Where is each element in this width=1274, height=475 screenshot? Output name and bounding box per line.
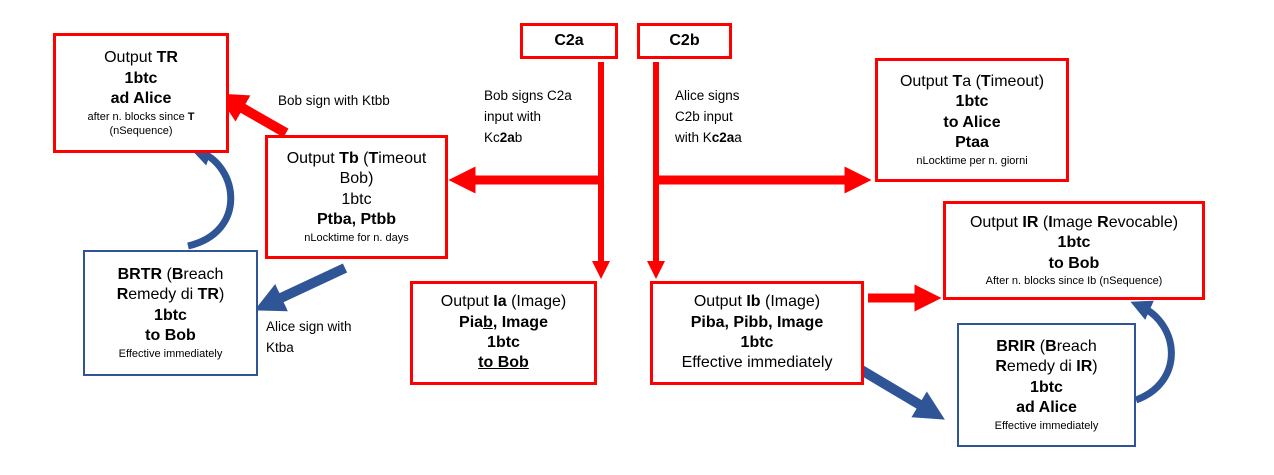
box-output-tr: Output TR 1btc ad Alice after n. blocks … bbox=[53, 33, 229, 153]
ta-amount: 1btc bbox=[955, 93, 989, 111]
c2a-label: C2a bbox=[554, 31, 584, 49]
label-bob-sign-ktbb: Bob sign with Ktbb bbox=[278, 93, 390, 108]
ia-recipient: to Bob bbox=[478, 354, 529, 372]
box-output-ta: Output Ta (Timeout) 1btc to Alice Ptaa n… bbox=[875, 58, 1069, 182]
tb-locktime: nLocktime for n. days bbox=[304, 231, 409, 244]
brtr-recipient: to Bob bbox=[145, 327, 196, 345]
ta-recipient: to Alice bbox=[943, 113, 1001, 131]
brir-effective: Effective immediately bbox=[994, 419, 1099, 432]
arrow-tb-to-tr bbox=[216, 93, 289, 138]
arrow-ib-to-brir bbox=[855, 363, 945, 420]
box-output-ib: Output Ib (Image) Piba, Pibb, Image 1btc… bbox=[650, 281, 864, 385]
label-alice-signs-c2b: Alice signs C2b input with Kc2aa bbox=[675, 88, 742, 145]
ia-amount: 1btc bbox=[487, 334, 520, 351]
label-bob-signs-c2a: Bob signs C2a input with Kc2ab bbox=[484, 88, 572, 145]
ta-locktime: nLocktime per n. giorni bbox=[916, 154, 1028, 167]
box-output-ir: Output IR (Image Revocable) 1btc to Bob … bbox=[943, 201, 1205, 300]
box-brir: BRIR (Breach Remedy di IR) 1btc ad Alice… bbox=[957, 323, 1136, 447]
ir-amount: 1btc bbox=[1057, 234, 1091, 252]
brtr-amount: 1btc bbox=[154, 306, 187, 324]
box-output-ia: Output Ia (Image) Piab, Image 1btc to Bo… bbox=[410, 281, 597, 385]
box-brtr: BRTR (Breach Remedy di TR) 1btc to Bob E… bbox=[83, 250, 258, 376]
box-c2a: C2a bbox=[520, 23, 618, 59]
box-output-tb: Output Tb (Timeout Bob) 1btc Ptba, Ptbb … bbox=[265, 135, 448, 259]
tr-sequence: (nSequence) bbox=[109, 124, 173, 137]
brtr-effective: Effective immediately bbox=[118, 347, 223, 360]
ta-key: Ptaa bbox=[955, 134, 989, 152]
ib-keys: Piba, Pibb, Image bbox=[690, 313, 824, 331]
arrow-brtr-to-tr-curve bbox=[187, 145, 235, 250]
ir-sequence: After n. blocks since Ib (nSequence) bbox=[985, 275, 1163, 288]
tr-amount: 1btc bbox=[124, 69, 158, 87]
box-c2b: C2b bbox=[637, 23, 732, 59]
tb-amount: 1btc bbox=[341, 190, 372, 208]
brir-recipient: ad Alice bbox=[1016, 399, 1077, 417]
tb-keys: Ptba, Ptbb bbox=[316, 211, 397, 229]
tb-line2: Bob) bbox=[339, 170, 374, 188]
arrow-brir-to-ir-curve bbox=[1130, 300, 1175, 404]
arrow-tb-to-brtr bbox=[254, 263, 348, 312]
ib-effective: Effective immediately bbox=[681, 354, 833, 372]
c2b-label: C2b bbox=[669, 31, 700, 49]
tr-recipient: ad Alice bbox=[110, 90, 172, 108]
label-alice-sign-ktba: Alice sign with Ktba bbox=[266, 319, 352, 355]
brir-amount: 1btc bbox=[1030, 378, 1063, 396]
ib-amount: 1btc bbox=[740, 334, 774, 351]
ir-recipient: to Bob bbox=[1048, 254, 1100, 272]
